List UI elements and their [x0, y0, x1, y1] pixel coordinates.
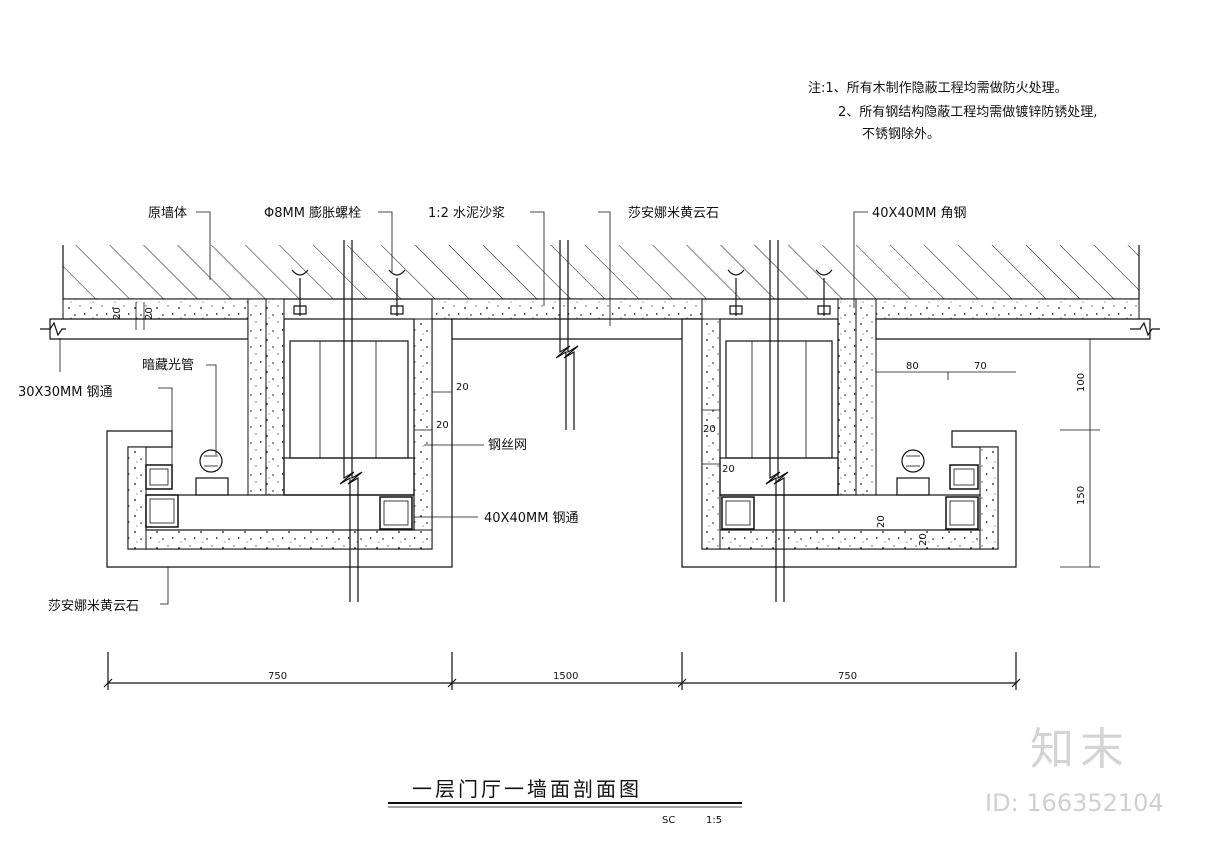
- small-dimensions: [135, 302, 1100, 568]
- main-dimension-line: [103, 652, 1021, 690]
- marble-skin-left: [49, 298, 703, 568]
- label-steel-mesh: 钢丝网: [488, 438, 527, 453]
- cement-mortar-layer: [62, 298, 1140, 320]
- label-bolt: Φ8MM 膨胀螺栓: [264, 206, 361, 221]
- dim-750-left: 750: [268, 671, 287, 682]
- expansion-bolts: [291, 269, 833, 316]
- dim-750-right: 750: [838, 671, 857, 682]
- concealed-lamp-left: [195, 449, 229, 496]
- original-wall: [62, 245, 1140, 300]
- dim-20-d: 20: [436, 420, 449, 431]
- title-underline: [388, 802, 742, 808]
- drawing-title: 一层门厅一墙面剖面图: [412, 777, 642, 801]
- label-concealed-tube: 暗藏光管: [142, 358, 194, 373]
- note-line-3: 不锈钢除外。: [862, 127, 940, 142]
- dim-80: 80: [906, 361, 919, 372]
- watermark-id: ID: 166352104: [985, 789, 1164, 817]
- label-big-tube: 40X40MM 钢通: [484, 511, 579, 526]
- note-line-1: 注:1、所有木制作隐蔽工程均需做防火处理。: [808, 80, 1068, 96]
- label-small-tube: 30X30MM 钢通: [18, 385, 113, 400]
- dim-20-f: 20: [722, 464, 735, 475]
- dim-20-a: 20: [112, 307, 123, 320]
- label-marble-bottom: 莎安娜米黄云石: [48, 599, 139, 614]
- dim-1500: 1500: [553, 671, 578, 682]
- label-original-wall: 原墙体: [148, 206, 187, 221]
- dim-150: 150: [1076, 486, 1087, 505]
- watermark-brand: 知末: [1030, 724, 1130, 775]
- dim-20-g: 20: [876, 515, 887, 528]
- dim-100: 100: [1076, 373, 1087, 392]
- dim-70: 70: [974, 361, 987, 372]
- label-marble-top: 莎安娜米黄云石: [628, 206, 719, 221]
- scale-sc: SC: [662, 815, 675, 826]
- dim-20-e: 20: [703, 424, 716, 435]
- dim-20-h: 20: [918, 533, 929, 546]
- dim-20-c: 20: [456, 382, 469, 393]
- inner-frame-right: [719, 318, 981, 531]
- leader-lines: [59, 211, 868, 605]
- label-angle-steel: 40X40MM 角钢: [872, 206, 967, 221]
- steel-tubes: [145, 464, 979, 530]
- break-lines: [40, 240, 1160, 602]
- label-cement-mortar: 1:2 水泥沙浆: [428, 206, 505, 221]
- marble-skin-right: [681, 298, 1151, 568]
- scale-value: 1:5: [706, 815, 722, 826]
- dim-20-b: 20: [144, 307, 155, 320]
- concealed-lamp-right: [896, 449, 930, 496]
- note-line-2: 2、所有钢结构隐蔽工程均需做镀锌防锈处理,: [838, 104, 1097, 120]
